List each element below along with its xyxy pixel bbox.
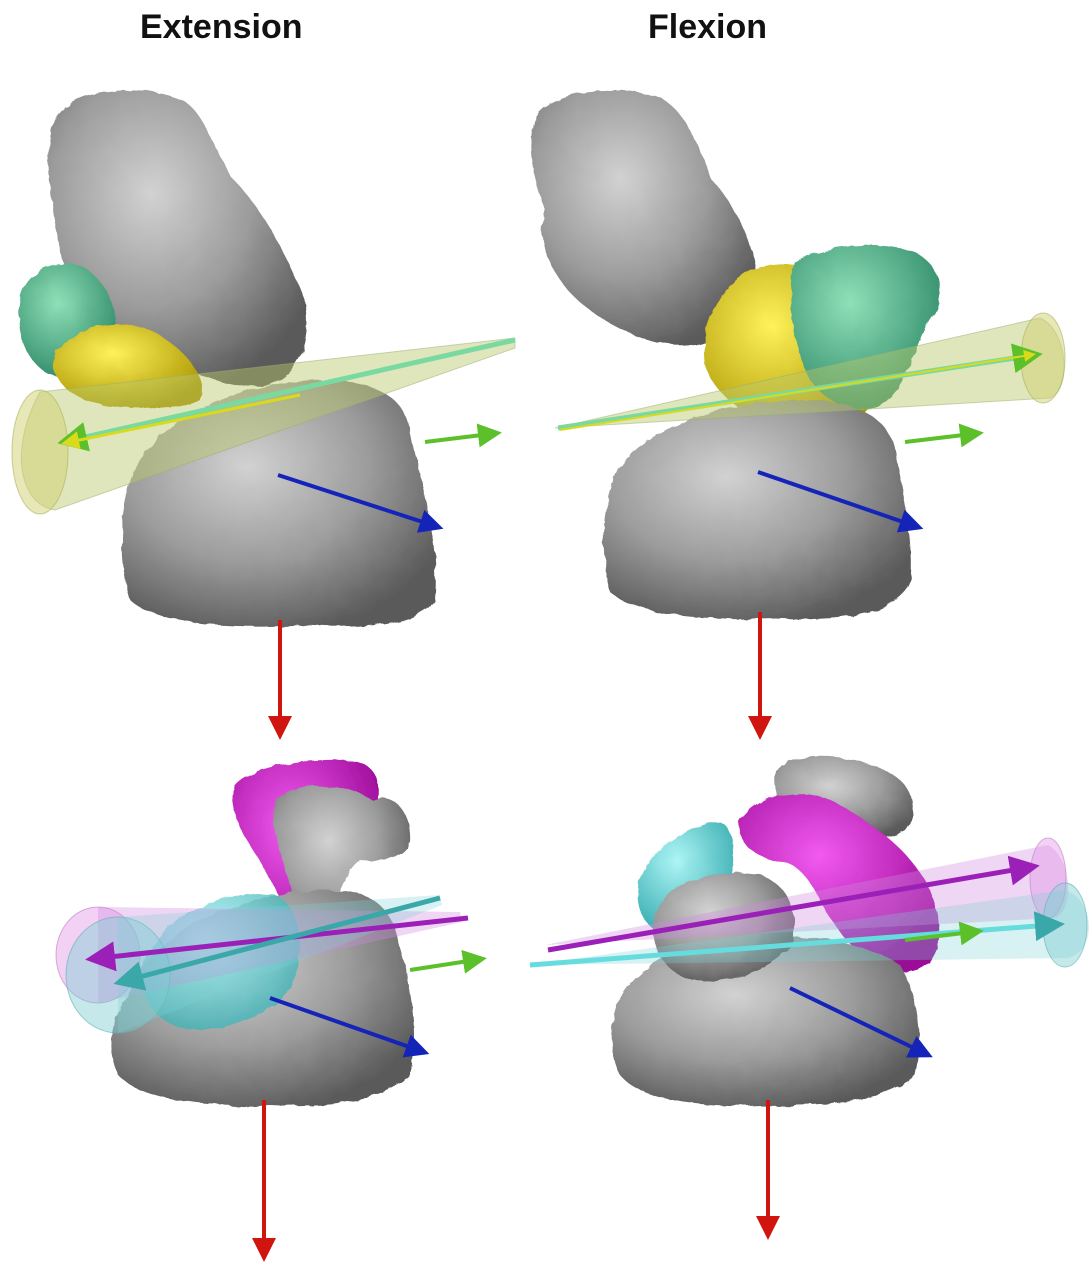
panel-extension-bottom bbox=[56, 760, 475, 1250]
green-axis-arrow bbox=[905, 434, 972, 442]
panel-flexion-top bbox=[531, 90, 1065, 728]
panel-flexion-bottom bbox=[530, 757, 1089, 1228]
cone-base bbox=[12, 390, 68, 514]
green-axis-arrow bbox=[410, 960, 475, 970]
panel-extension-top bbox=[12, 90, 515, 728]
green-axis-arrow bbox=[425, 434, 490, 442]
